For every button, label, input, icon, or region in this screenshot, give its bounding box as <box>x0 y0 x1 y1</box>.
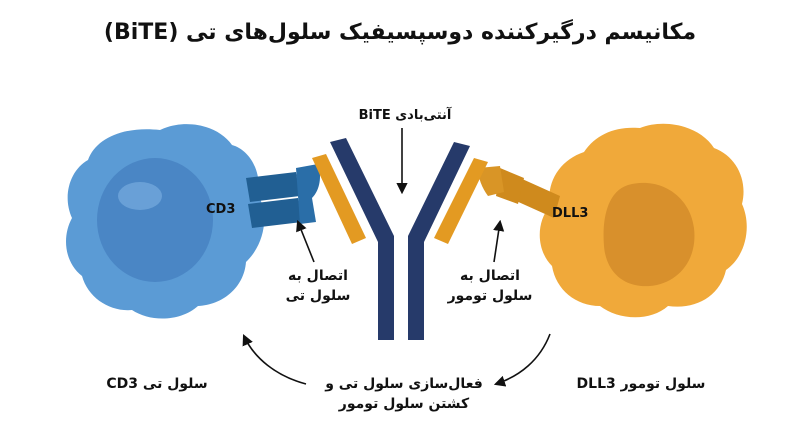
cd3-receptor-shape <box>246 164 320 228</box>
tumor-nucleus <box>603 182 695 287</box>
page-title: مکانیسم درگیرکننده دوسپسیفیک سلول‌های تی… <box>103 20 697 45</box>
tumor-binding-arrow <box>493 219 505 263</box>
action-label: فعال‌سازی سلول تی و کشتن سلول تومور <box>325 376 483 412</box>
tumor-binding-label: اتصال به سلول تومور <box>447 268 533 304</box>
t-binding-arrow <box>296 219 315 263</box>
tumor-cell-label: سلول تومور DLL3 <box>576 376 706 392</box>
cd3-label: CD3 <box>206 202 236 217</box>
t-cell-highlight <box>118 182 162 210</box>
t-binding-label: اتصال به سلول تی <box>285 268 351 304</box>
bite-antibody <box>312 138 488 340</box>
t-cell-label: سلول تی CD3 <box>106 376 208 392</box>
activation-arrow <box>242 333 307 385</box>
dll3-label: DLL3 <box>552 206 589 221</box>
kill-arrow <box>493 333 551 387</box>
bite-label: آنتی‌بادی BiTE <box>358 108 452 123</box>
dll3-receptor-shape <box>478 166 560 218</box>
t-cell-nucleus <box>97 158 213 282</box>
tumor-cell <box>539 123 747 318</box>
t-cell <box>66 124 265 319</box>
